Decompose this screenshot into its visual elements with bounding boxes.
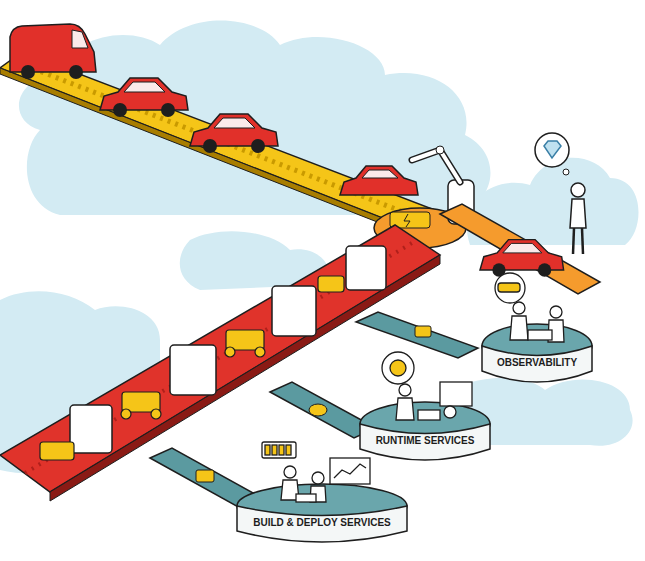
cloud <box>0 21 639 474</box>
pedestal-band: RUNTIME SERVICES <box>359 423 491 461</box>
person-with-idea <box>535 133 586 254</box>
pedestal-outline <box>360 424 490 460</box>
pedestal-band: OBSERVABILITY <box>481 345 593 383</box>
pedestal-band: BUILD & DEPLOY SERVICES <box>236 505 408 543</box>
battery-chassis <box>40 276 344 460</box>
pedestal-top <box>237 324 592 528</box>
pedestal-outline <box>482 346 592 382</box>
yellow-conveyor <box>0 52 440 238</box>
finished-car <box>480 240 564 277</box>
red-conveyor <box>0 225 440 501</box>
red-car <box>100 78 188 117</box>
teal-conveyor <box>150 312 478 508</box>
pedestal-label: OBSERVABILITY <box>481 357 593 369</box>
machine <box>70 246 386 453</box>
pedestal-outline <box>237 506 407 542</box>
red-van <box>10 24 96 79</box>
pedestal-label: BUILD & DEPLOY SERVICES <box>236 517 408 529</box>
runtime-team <box>382 352 472 420</box>
observability-team <box>495 273 564 342</box>
red-car <box>190 114 278 153</box>
pedestal-label: RUNTIME SERVICES <box>359 435 491 447</box>
build-team <box>262 442 370 502</box>
